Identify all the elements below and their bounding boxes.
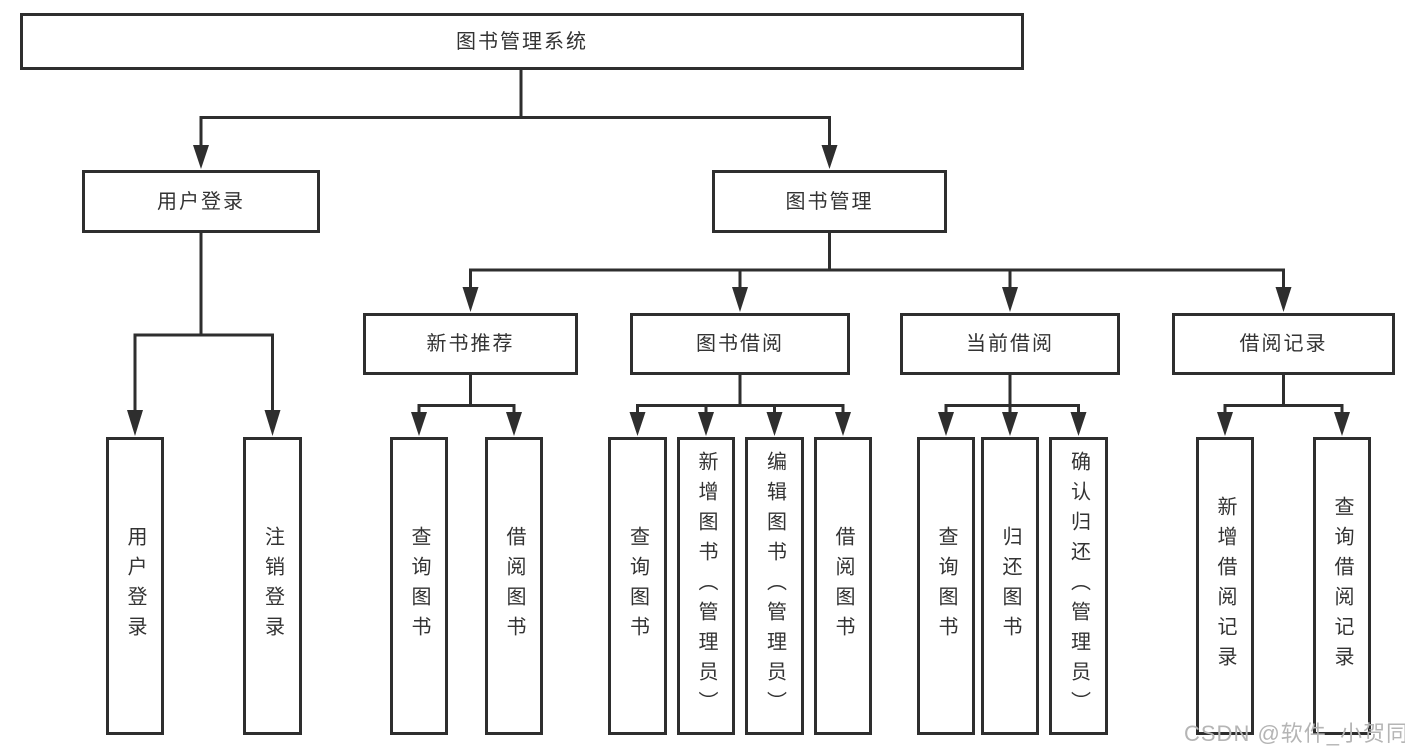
node-new-book-recommend: 新书推荐	[363, 313, 578, 375]
node-label: 查询图书	[935, 526, 957, 646]
node-current-borrowing: 当前借阅	[900, 313, 1120, 375]
leaf-borrow-add-books-admin: 新增图书（管理员）	[677, 437, 735, 735]
node-label: 注销登录	[261, 526, 284, 646]
node-label: 查询借阅记录	[1331, 496, 1353, 676]
node-label: 查询图书	[408, 526, 430, 646]
node-label: 归还图书	[999, 526, 1021, 646]
node-label: 新增图书（管理员）	[695, 451, 717, 721]
node-label: 新书推荐	[426, 333, 515, 355]
leaf-borrow-borrow-books: 借阅图书	[814, 437, 872, 735]
leaf-records-query-record: 查询借阅记录	[1313, 437, 1371, 735]
node-label: 当前借阅	[966, 333, 1054, 355]
node-label: 新增借阅记录	[1214, 496, 1236, 676]
node-label: 用户登录	[124, 526, 146, 646]
node-borrowing-records: 借阅记录	[1172, 313, 1395, 375]
node-label: 图书管理系统	[456, 30, 588, 53]
leaf-logout: 注销登录	[243, 437, 302, 735]
leaf-borrow-edit-books-admin: 编辑图书（管理员）	[745, 437, 804, 735]
node-label: 图书管理	[785, 190, 874, 213]
node-label: 借阅记录	[1239, 333, 1328, 355]
node-book-management: 图书管理	[712, 170, 947, 233]
leaf-recommend-query-books: 查询图书	[390, 437, 448, 735]
node-book-borrowing: 图书借阅	[630, 313, 850, 375]
node-label: 查询图书	[626, 526, 649, 646]
node-label: 借阅图书	[503, 526, 525, 646]
leaf-borrow-query-books: 查询图书	[608, 437, 667, 735]
leaf-current-return-books: 归还图书	[981, 437, 1039, 735]
leaf-current-query-books: 查询图书	[917, 437, 975, 735]
leaf-records-add-record: 新增借阅记录	[1196, 437, 1254, 735]
node-label: 借阅图书	[832, 526, 854, 646]
csdn-watermark: CSDN @软件_小贺同学	[1184, 721, 1405, 746]
node-label: 确认归还（管理员）	[1067, 451, 1090, 721]
leaf-current-confirm-return-admin: 确认归还（管理员）	[1049, 437, 1108, 735]
arrowheads	[127, 145, 1350, 436]
leaf-recommend-borrow-books: 借阅图书	[485, 437, 543, 735]
leaf-user-login: 用户登录	[106, 437, 164, 735]
node-label: 用户登录	[157, 190, 245, 213]
node-label: 图书借阅	[696, 333, 784, 355]
node-user-login: 用户登录	[82, 170, 320, 233]
node-label: 编辑图书（管理员）	[763, 451, 786, 721]
node-library-management-system: 图书管理系统	[20, 13, 1024, 70]
